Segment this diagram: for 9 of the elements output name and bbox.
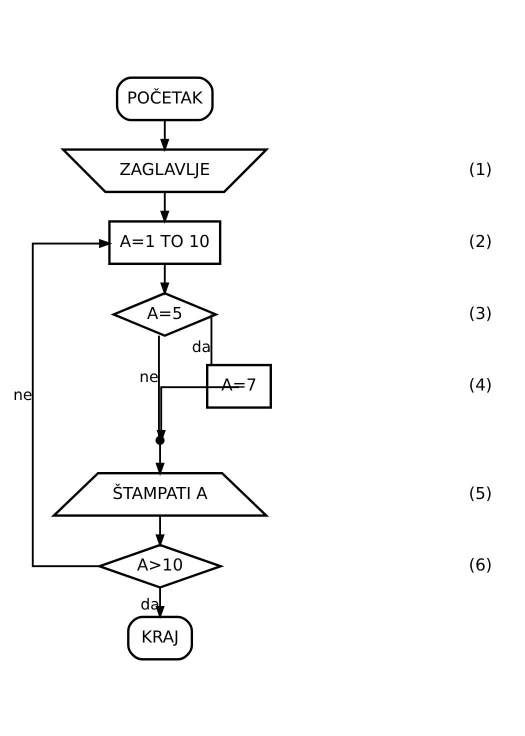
label: (5) bbox=[468, 483, 492, 502]
label: (1) bbox=[468, 160, 492, 179]
label: (6) bbox=[468, 555, 492, 574]
edge-label: da bbox=[192, 337, 211, 356]
label: (3) bbox=[468, 303, 492, 322]
label: (4) bbox=[468, 375, 492, 394]
label: (2) bbox=[468, 231, 492, 250]
edge-label: ne bbox=[13, 386, 32, 404]
edge-label: ne bbox=[139, 368, 158, 386]
